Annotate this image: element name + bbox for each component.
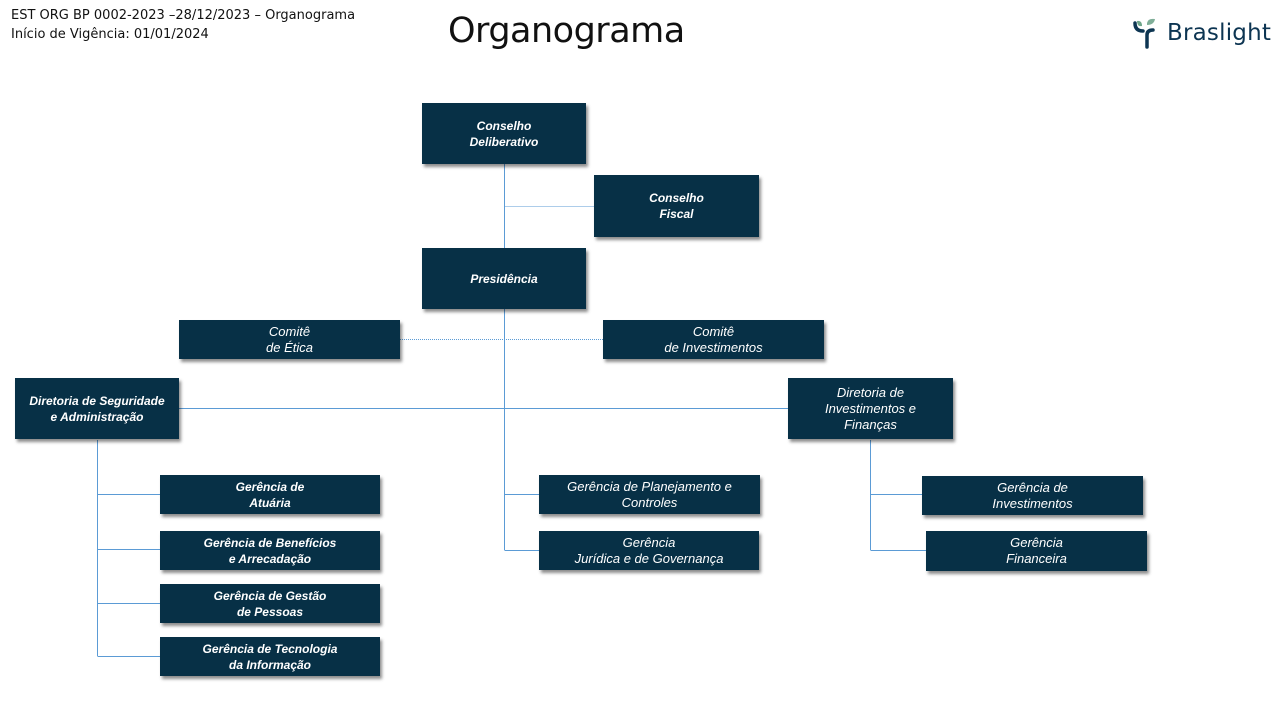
page-title: Organograma — [448, 11, 685, 51]
org-box-gerencia-financeira: Gerência Financeira — [926, 531, 1147, 571]
org-box-gerencia-juridica: Gerência Jurídica e de Governança — [539, 531, 759, 570]
org-box-gerencia-investimentos: Gerência de Investimentos — [922, 476, 1143, 515]
braslight-logo: Braslight — [1133, 16, 1271, 50]
braslight-leaf-icon — [1133, 18, 1155, 49]
org-box-conselho-deliberativo: Conselho Deliberativo — [422, 103, 586, 164]
org-box-comite-etica: Comitê de Ética — [179, 320, 400, 359]
org-box-diretoria-seguridade: Diretoria de Seguridade e Administração — [15, 378, 179, 439]
org-box-comite-investimentos: Comitê de Investimentos — [603, 320, 824, 359]
org-box-gerencia-beneficios: Gerência de Benefícios e Arrecadação — [160, 531, 380, 570]
org-box-diretoria-investimentos: Diretoria de Investimentos e Finanças — [788, 378, 953, 439]
org-box-presidencia: Presidência — [422, 248, 586, 309]
org-box-gerencia-planejamento: Gerência de Planejamento e Controles — [539, 475, 760, 514]
org-box-gerencia-pessoas: Gerência de Gestão de Pessoas — [160, 584, 380, 623]
logo-text: Braslight — [1167, 20, 1272, 46]
document-code: EST ORG BP 0002-2023 –28/12/2023 – Organ… — [11, 8, 356, 23]
validity-date: Início de Vigência: 01/01/2024 — [11, 27, 209, 42]
org-box-gerencia-atuaria: Gerência de Atuária — [160, 475, 380, 514]
org-box-conselho-fiscal: Conselho Fiscal — [594, 175, 759, 237]
org-box-gerencia-ti: Gerência de Tecnologia da Informação — [160, 637, 380, 676]
